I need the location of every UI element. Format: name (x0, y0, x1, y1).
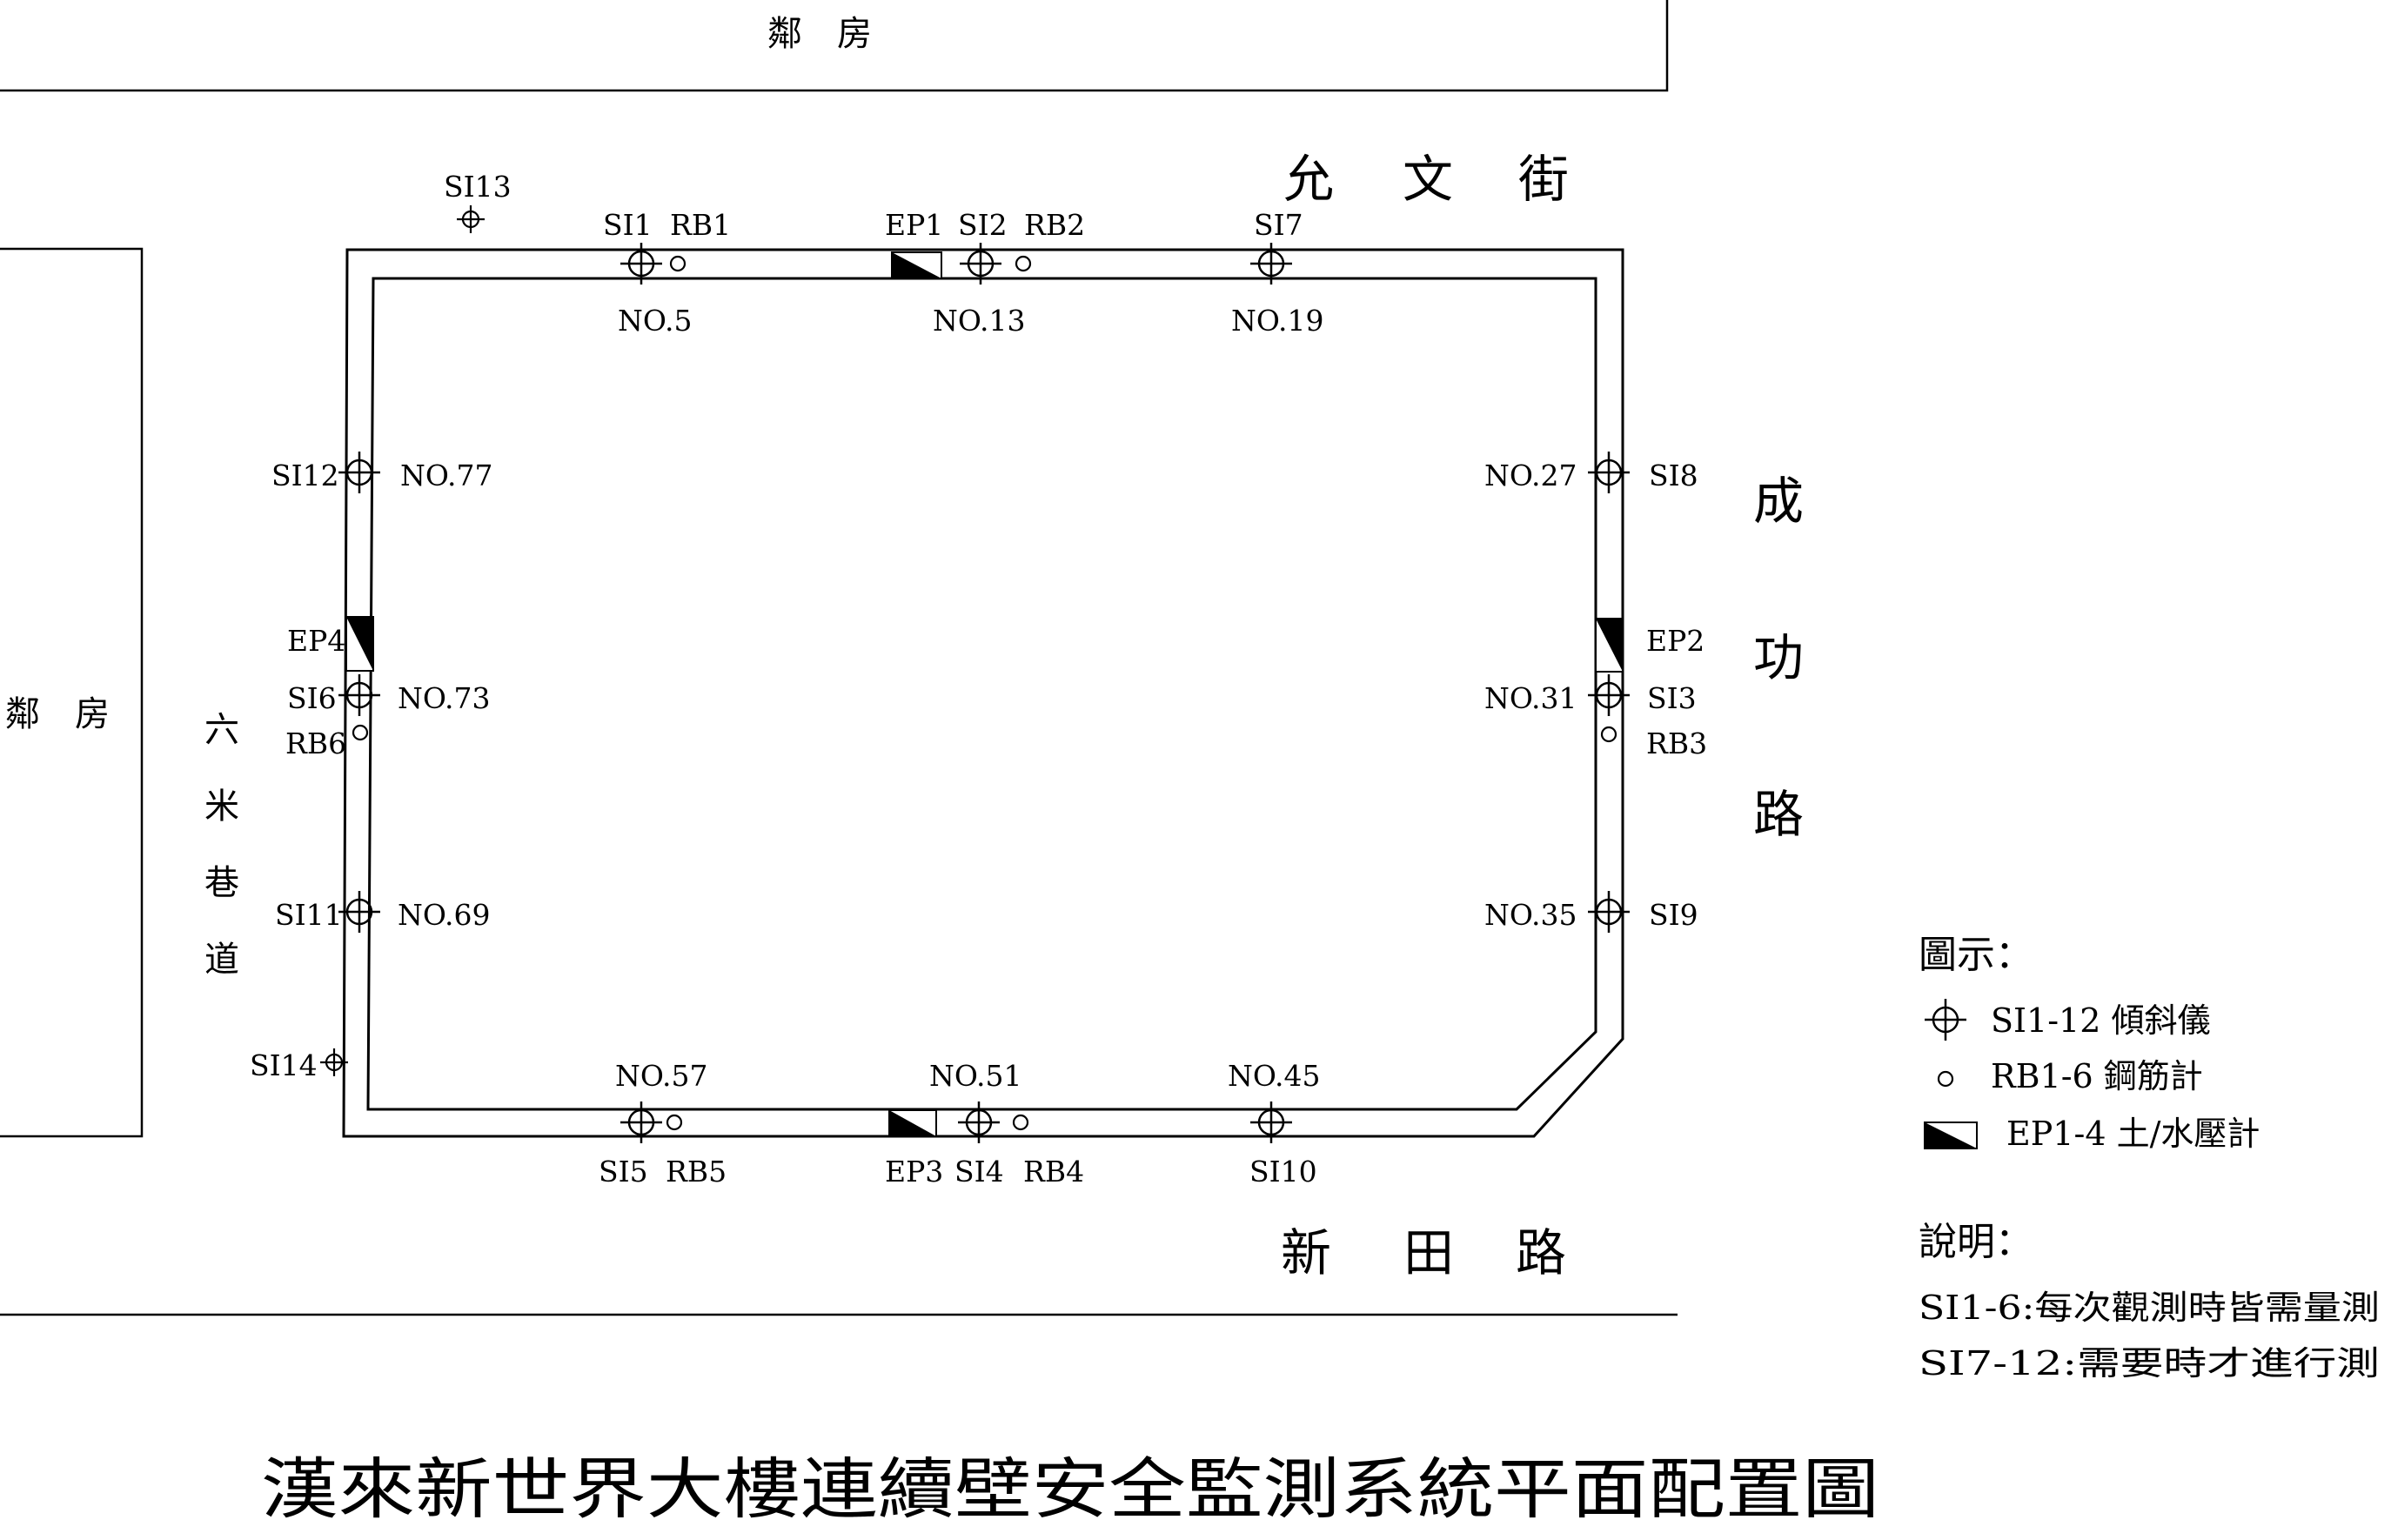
label-si5: SI5 (599, 1155, 648, 1188)
ep2-pressure-cell (1595, 618, 1624, 673)
label-si9: SI9 (1649, 898, 1698, 932)
street-north-char-3: 街 (1518, 150, 1569, 209)
label-rb1: RB1 (670, 208, 731, 242)
panel-no-13: NO.13 (933, 304, 1025, 338)
rb4-rebar-gauge-icon (1012, 1114, 1029, 1131)
label-si6: SI6 (287, 681, 337, 715)
panel-no-35: NO.35 (1484, 898, 1577, 932)
label-rb3: RB3 (1646, 726, 1707, 760)
panel-no-73: NO.73 (398, 681, 490, 715)
street-east-char-3: 路 (1753, 785, 1804, 844)
label-rb4: RB4 (1023, 1155, 1084, 1188)
legend-item-pressure-cell: EP1-4 土/水壓計 (2006, 1115, 2260, 1153)
street-north-char-2: 文 (1403, 150, 1453, 209)
label-si11: SI11 (275, 898, 343, 932)
street-west-char-1: 六 (204, 710, 239, 750)
label-si7: SI7 (1254, 208, 1303, 242)
label-ep1: EP1 (885, 208, 943, 242)
notes-line-1: SI1-6:每次觀測時皆需量測 (1919, 1289, 2380, 1327)
si12-inclinometer-icon (337, 450, 382, 495)
label-si14: SI14 (250, 1048, 318, 1082)
street-west-char-2: 米 (204, 787, 239, 827)
neighbor-label-top: 鄰 房 (767, 14, 872, 54)
street-west-char-4: 道 (204, 940, 239, 980)
label-si10: SI10 (1249, 1155, 1317, 1188)
diagram-title: 漢來新世界大樓連續壁安全監測系統平面配置圖 (261, 1450, 1879, 1528)
legend-item-rebar-gauge: RB1-6 鋼筋計 (1991, 1057, 2203, 1095)
rebar-gauge-icon (1937, 1070, 1954, 1088)
ep1-pressure-cell (891, 251, 942, 279)
rb3-rebar-gauge-icon (1600, 726, 1617, 743)
panel-no-69: NO.69 (398, 898, 490, 932)
label-rb2: RB2 (1024, 208, 1085, 242)
panel-no-5: NO.5 (618, 304, 692, 338)
label-ep2: EP2 (1646, 624, 1705, 658)
ep4-pressure-cell (345, 616, 374, 672)
label-si12: SI12 (271, 459, 339, 492)
panel-no-31: NO.31 (1484, 681, 1577, 715)
notes-line-2: SI7-12:需要時才進行測 (1919, 1344, 2380, 1383)
panel-no-77: NO.77 (400, 459, 492, 492)
label-si4: SI4 (954, 1155, 1004, 1188)
panel-no-57: NO.57 (615, 1059, 707, 1093)
rb6-rebar-gauge-icon (352, 724, 369, 741)
ep3-pressure-cell (888, 1109, 937, 1137)
notes-heading: 說明： (1919, 1220, 2033, 1264)
legend-heading: 圖示： (1919, 933, 2033, 977)
label-si13: SI13 (444, 170, 512, 204)
panel-no-27: NO.27 (1484, 459, 1577, 492)
pressure-cell-icon (1924, 1122, 1978, 1149)
rb2-rebar-gauge-icon (1015, 255, 1032, 272)
label-ep4: EP4 (287, 624, 345, 658)
label-ep3: EP3 (885, 1155, 943, 1188)
legend-item-inclinometer: SI1-12 傾斜儀 (1991, 1001, 2211, 1040)
label-si3: SI3 (1647, 681, 1697, 715)
neighbor-building-top (0, 0, 1669, 92)
panel-no-51: NO.51 (929, 1059, 1021, 1093)
label-si1: SI1 (603, 208, 653, 242)
panel-no-45: NO.45 (1228, 1059, 1320, 1093)
street-north-char-1: 允 (1283, 150, 1334, 209)
label-si2: SI2 (958, 208, 1008, 242)
label-rb6: RB6 (285, 726, 346, 760)
street-east-char-1: 成 (1753, 472, 1804, 531)
label-rb5: RB5 (666, 1155, 727, 1188)
si13-inclinometer-icon (455, 204, 486, 235)
neighbor-label-left: 鄰 房 (5, 694, 110, 734)
rb5-rebar-gauge-icon (666, 1114, 683, 1131)
street-south-char-2: 田 (1403, 1223, 1454, 1282)
street-west-char-3: 巷 (204, 863, 239, 903)
inclinometer-icon (1923, 997, 1968, 1042)
street-south-char-3: 路 (1516, 1223, 1566, 1282)
diaphragm-wall (342, 248, 1624, 1138)
rb1-rebar-gauge-icon (669, 255, 686, 272)
street-south-char-1: 新 (1281, 1223, 1331, 1282)
neighbor-building-left (0, 247, 144, 1138)
panel-no-19: NO.19 (1231, 304, 1323, 338)
street-east-char-2: 功 (1753, 628, 1804, 687)
label-si8: SI8 (1649, 459, 1698, 492)
